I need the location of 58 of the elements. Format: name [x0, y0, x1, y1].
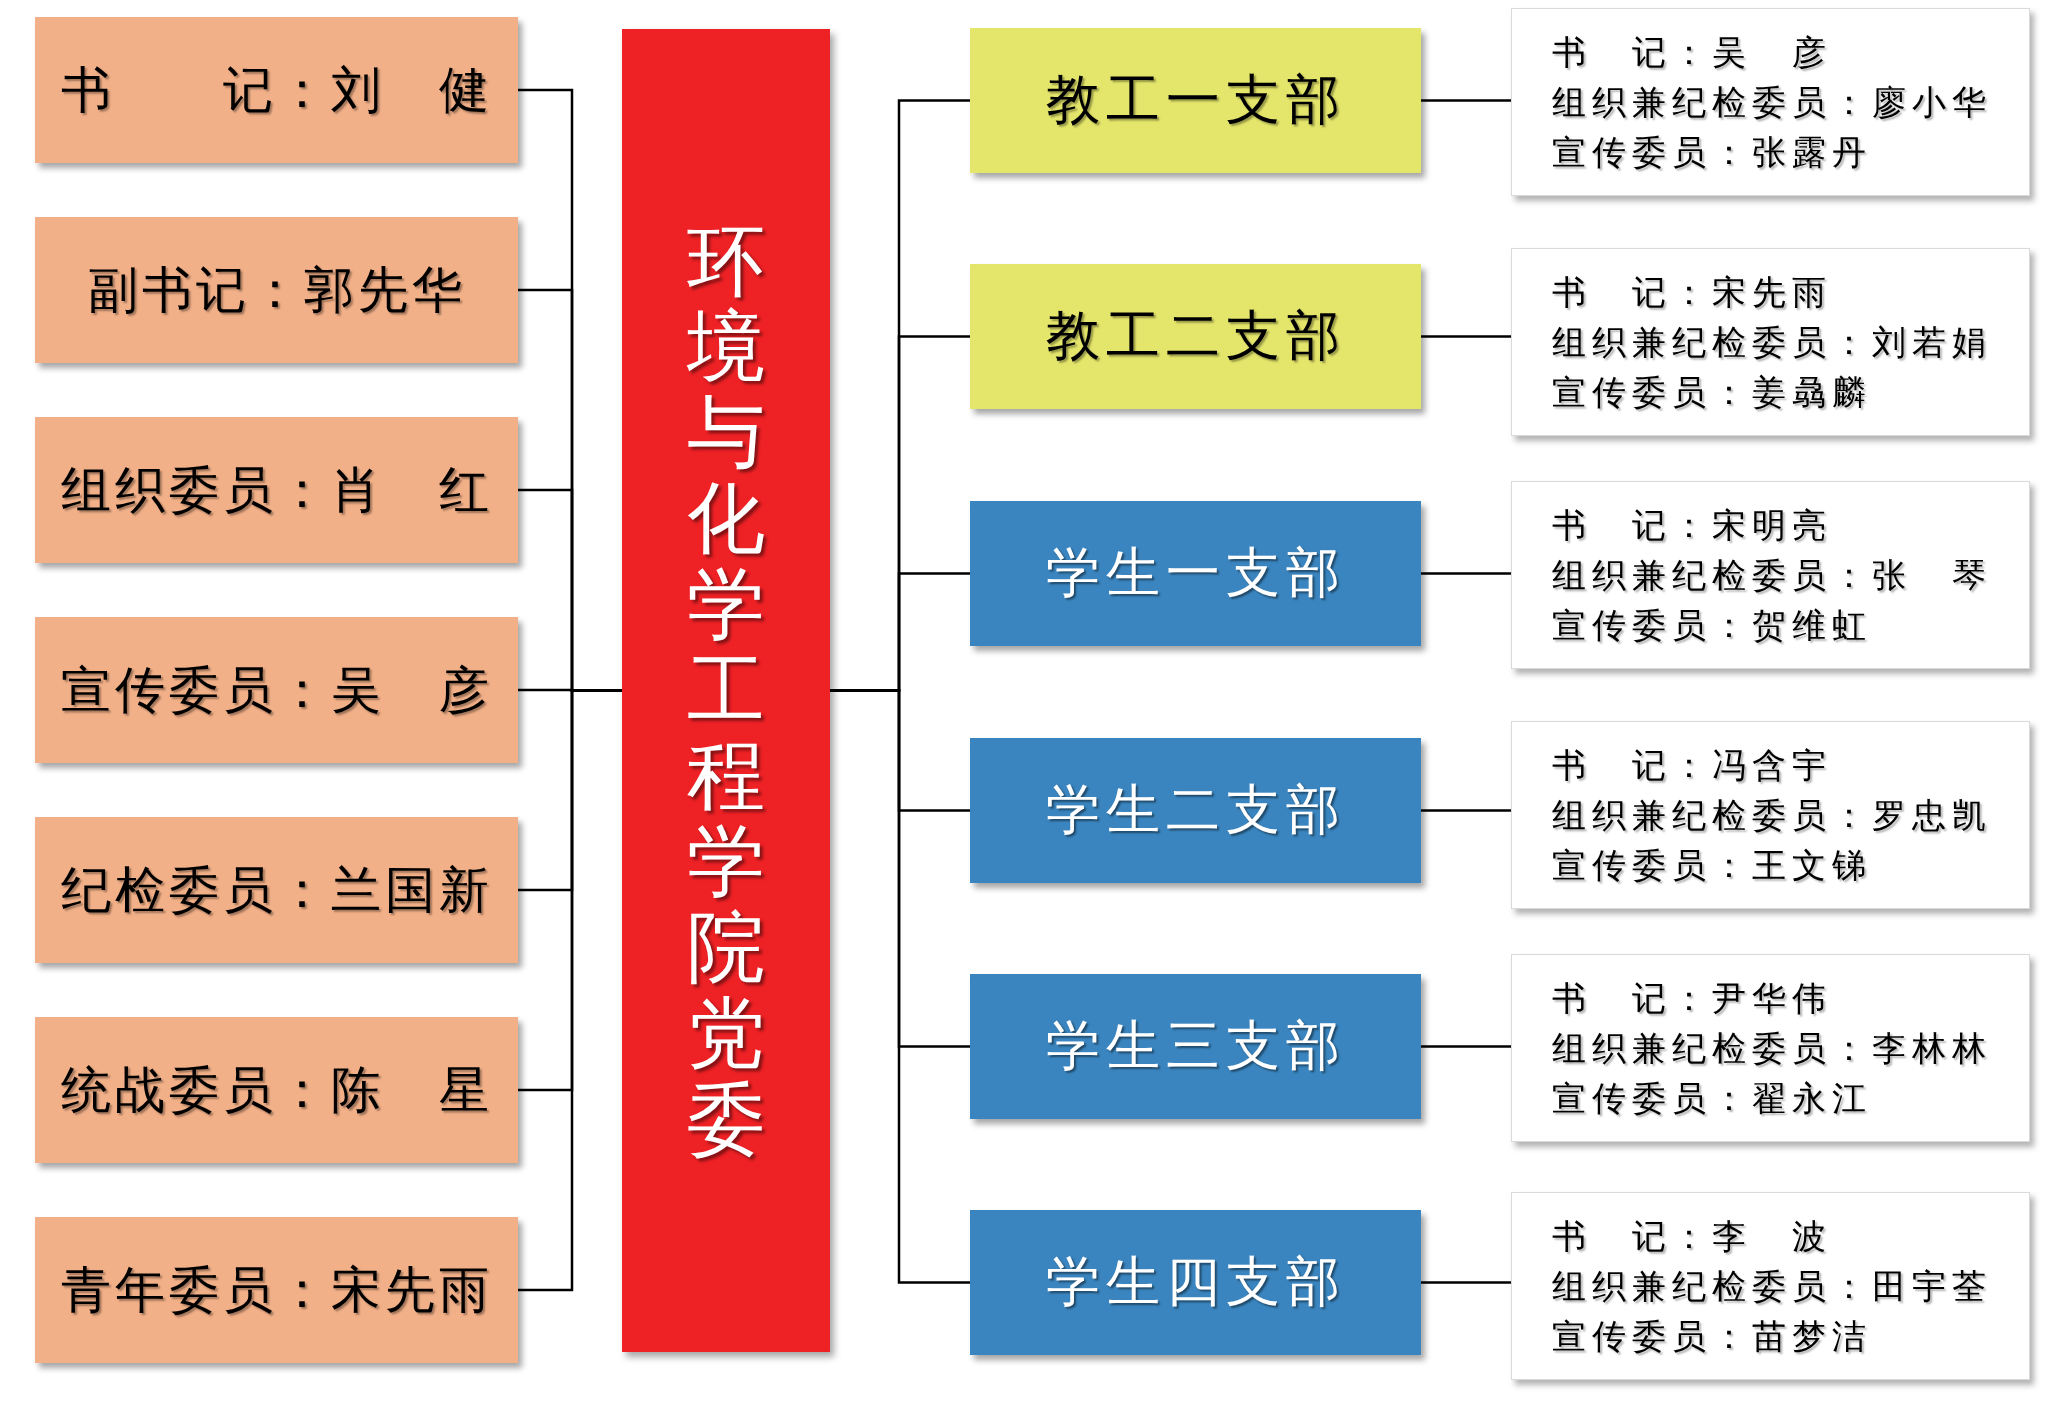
branch-label: 学生一支部 — [1045, 540, 1346, 606]
member-card — [1511, 248, 2030, 436]
role-box — [35, 417, 518, 563]
branch-label: 教工一支部 — [1045, 67, 1346, 133]
role-label: 副书记：郭先华 — [87, 259, 466, 321]
branch-box — [970, 501, 1421, 646]
member-line: 书 记：宋先雨 — [1552, 271, 1833, 314]
branch-label: 学生二支部 — [1045, 777, 1346, 843]
role-label: 纪检委员：兰国新 — [60, 859, 493, 921]
member-line: 书 记：吴 彦 — [1552, 31, 1833, 74]
role-label: 青年委员：宋先雨 — [60, 1259, 493, 1321]
role-label: 宣传委员：吴 彦 — [60, 659, 493, 721]
member-line: 宣传委员：张露丹 — [1552, 131, 1873, 174]
branch-box — [970, 974, 1421, 1119]
member-line: 组织兼纪检委员：刘若娟 — [1552, 321, 1993, 364]
member-line: 宣传委员：姜骉麟 — [1552, 371, 1873, 414]
member-line: 组织兼纪检委员：张 琴 — [1552, 554, 1993, 597]
connector-line — [1421, 809, 1511, 812]
role-label: 组织委员：肖 红 — [60, 459, 493, 521]
role-label: 书 记：刘 健 — [60, 59, 493, 121]
connector-line — [1421, 572, 1511, 575]
role-label: 统战委员：陈 星 — [60, 1059, 493, 1121]
role-box — [35, 617, 518, 763]
member-line: 宣传委员：翟永江 — [1552, 1077, 1873, 1120]
member-line: 书 记：李 波 — [1552, 1215, 1833, 1258]
role-box — [35, 17, 518, 163]
connector-line — [1421, 335, 1511, 338]
role-box — [35, 217, 518, 363]
member-line: 宣传委员：王文锑 — [1552, 844, 1873, 887]
member-card — [1511, 8, 2030, 196]
branch-label: 学生四支部 — [1045, 1249, 1346, 1315]
committee-box — [622, 29, 830, 1352]
committee-title: 环境与化学工程学院党委 — [687, 218, 765, 1163]
branch-box — [970, 264, 1421, 409]
member-line: 组织兼纪检委员：廖小华 — [1552, 81, 1993, 124]
member-line: 书 记：宋明亮 — [1552, 504, 1833, 547]
member-line: 组织兼纪检委员：李林林 — [1552, 1027, 1993, 1070]
branch-label: 教工二支部 — [1045, 303, 1346, 369]
role-box — [35, 1017, 518, 1163]
member-card — [1511, 721, 2030, 909]
member-card — [1511, 481, 2030, 669]
member-line: 组织兼纪检委员：罗忠凯 — [1552, 794, 1993, 837]
branch-box — [970, 1210, 1421, 1355]
member-card — [1511, 954, 2030, 1142]
connector-line — [1421, 1045, 1511, 1048]
member-line: 书 记：冯含宇 — [1552, 744, 1833, 787]
member-line: 组织兼纪检委员：田宇荃 — [1552, 1265, 1993, 1308]
branch-box — [970, 738, 1421, 883]
branch-label: 学生三支部 — [1045, 1013, 1346, 1079]
role-box — [35, 817, 518, 963]
connector-line — [1421, 1281, 1511, 1284]
member-line: 书 记：尹华伟 — [1552, 977, 1833, 1020]
connector-line — [1421, 99, 1511, 102]
role-box — [35, 1217, 518, 1363]
member-line: 宣传委员：贺维虹 — [1552, 604, 1873, 647]
member-line: 宣传委员：苗梦洁 — [1552, 1315, 1873, 1358]
branch-box — [970, 28, 1421, 173]
member-card — [1511, 1192, 2030, 1380]
